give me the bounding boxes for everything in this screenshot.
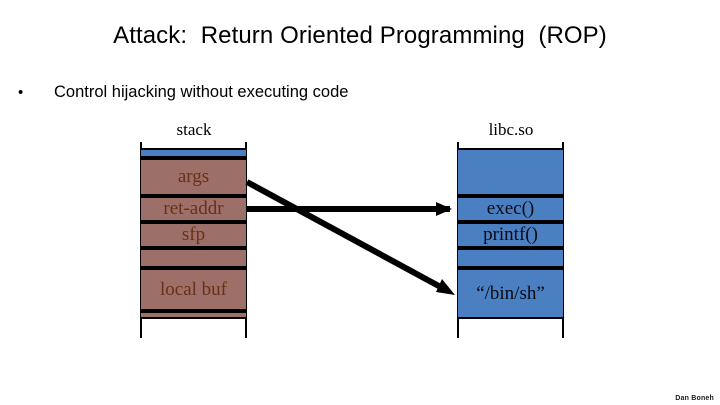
stack-left-rail [140, 142, 142, 338]
stack-right-rail [245, 142, 247, 338]
libc-left-rail [457, 142, 459, 338]
libc-column-heading: libc.so [488, 120, 534, 139]
stack-segment-gap [141, 248, 246, 268]
stack-segment-sfp: sfp [141, 222, 246, 248]
stack-column-heading: stack [176, 120, 212, 139]
libc-segment-printf: printf() [458, 222, 563, 248]
arrow-args-to-binsh [245, 179, 455, 295]
stack-segment-ret-addr: ret-addr [141, 196, 246, 222]
author-credit: Dan Boneh [675, 395, 714, 402]
libc-right-rail [562, 142, 564, 338]
libc-segment-gap [458, 248, 563, 268]
bullet-marker-icon: • [18, 84, 24, 101]
bullet-text: Control hijacking without executing code [54, 83, 349, 101]
libc-segment-binsh: “/bin/sh” [458, 268, 563, 319]
arrow-ret-addr-to-exec [246, 202, 452, 216]
stack-segment-args: args [141, 158, 246, 196]
stack-segment-local-buf: local buf [141, 268, 246, 311]
stack-segment-bottom [141, 311, 246, 319]
libc-segment-top [458, 148, 563, 196]
stack-segment-top-strip [141, 148, 246, 158]
bullet-list-item: • Control hijacking without executing co… [18, 82, 698, 103]
libc-segment-exec: exec() [458, 196, 563, 222]
page-title: Attack: Return Oriented Programming (ROP… [113, 22, 607, 49]
